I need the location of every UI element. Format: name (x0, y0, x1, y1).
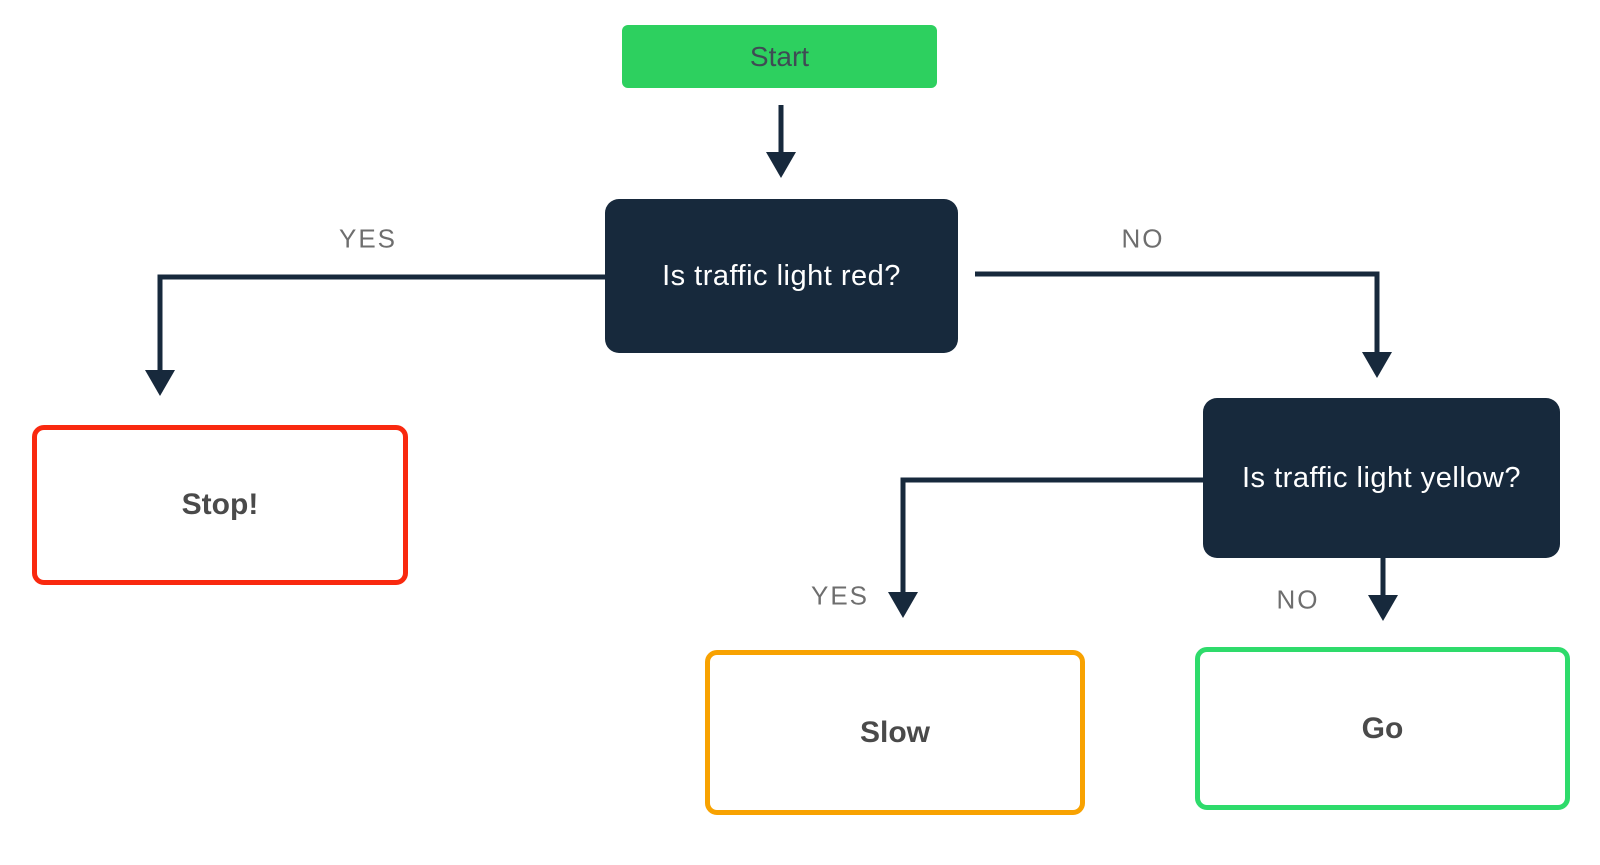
node-stop: Stop! (32, 425, 408, 585)
node-go-label: Go (1361, 711, 1404, 745)
edge-label-no-red: NO (1121, 223, 1165, 254)
edge-red-to-yellow (975, 271, 1392, 378)
edge-label-no-yellow: NO (1276, 584, 1320, 615)
node-stop-label: Stop! (181, 488, 259, 521)
node-start: Start (622, 25, 937, 88)
node-slow-label: Slow (859, 715, 930, 749)
edge-label-yes-yellow: YES (810, 580, 870, 611)
node-question-yellow-label: Is traffic light yellow? (1241, 461, 1522, 494)
node-go: Go (1195, 647, 1570, 810)
node-slow: Slow (705, 650, 1085, 815)
node-question-yellow: Is traffic light yellow? (1203, 398, 1560, 558)
node-question-red: Is traffic light red? (605, 199, 958, 353)
node-start-label: Start (749, 40, 810, 72)
edge-label-yes-red: YES (338, 223, 398, 254)
edge-red-to-stop (145, 274, 605, 396)
edge-yellow-to-slow (888, 477, 1203, 618)
node-question-red-label: Is traffic light red? (662, 259, 901, 292)
